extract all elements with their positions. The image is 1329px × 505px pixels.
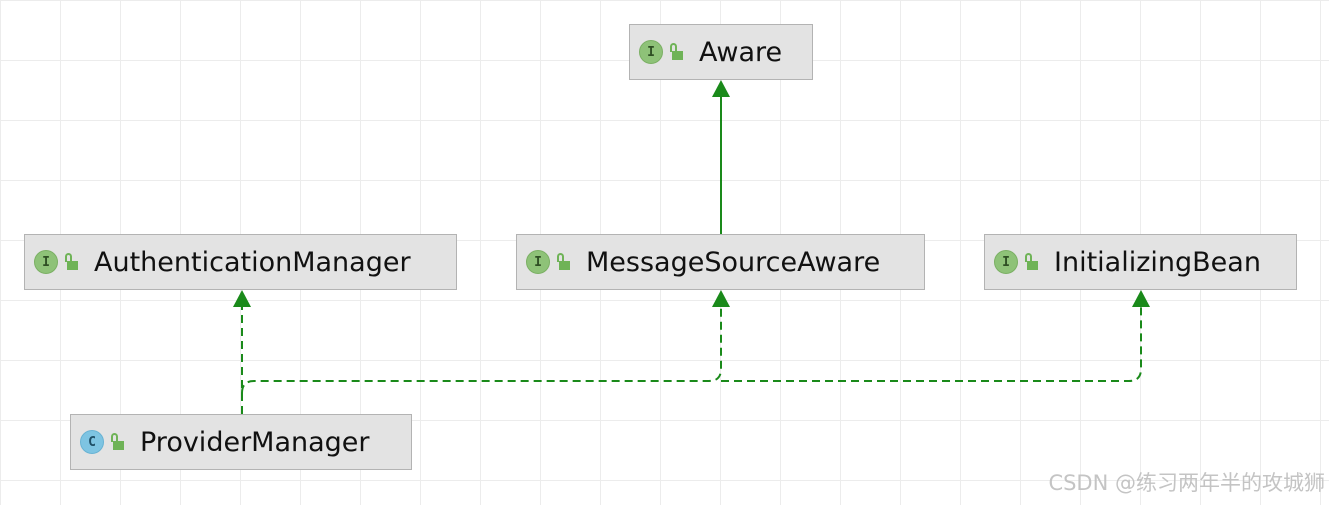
public-lock-icon — [1024, 253, 1038, 271]
node-message-source-aware[interactable]: I MessageSourceAware — [516, 234, 925, 290]
edge-arrowhead-authenticationmanager — [233, 290, 251, 307]
public-lock-icon — [110, 433, 124, 451]
edge-arrowhead-initializingbean — [1132, 290, 1150, 307]
watermark-text: CSDN @练习两年半的攻城狮 — [1048, 471, 1325, 495]
node-authentication-manager[interactable]: I AuthenticationManager — [24, 234, 457, 290]
public-lock-icon — [669, 43, 683, 61]
node-aware[interactable]: I Aware — [629, 24, 813, 80]
node-label: ProviderManager — [140, 426, 370, 458]
node-initializing-bean[interactable]: I InitializingBean — [984, 234, 1297, 290]
public-lock-icon — [64, 253, 78, 271]
node-label: InitializingBean — [1054, 246, 1261, 278]
interface-badge-icon: I — [994, 250, 1018, 274]
interface-badge-icon: I — [526, 250, 550, 274]
interface-badge-icon: I — [34, 250, 58, 274]
public-lock-icon — [556, 253, 570, 271]
edge-arrowhead-messagesourceaware — [712, 290, 730, 307]
interface-badge-icon: I — [639, 40, 663, 64]
node-label: MessageSourceAware — [586, 246, 881, 278]
edge-providermanager-to-initializingbean — [721, 305, 1142, 382]
class-badge-icon: C — [80, 430, 104, 454]
edge-providermanager-to-messagesourceaware — [241, 305, 722, 394]
node-provider-manager[interactable]: C ProviderManager — [70, 414, 412, 470]
node-label: Aware — [699, 36, 783, 68]
edge-arrowhead-aware — [712, 80, 730, 97]
node-label: AuthenticationManager — [94, 246, 411, 278]
